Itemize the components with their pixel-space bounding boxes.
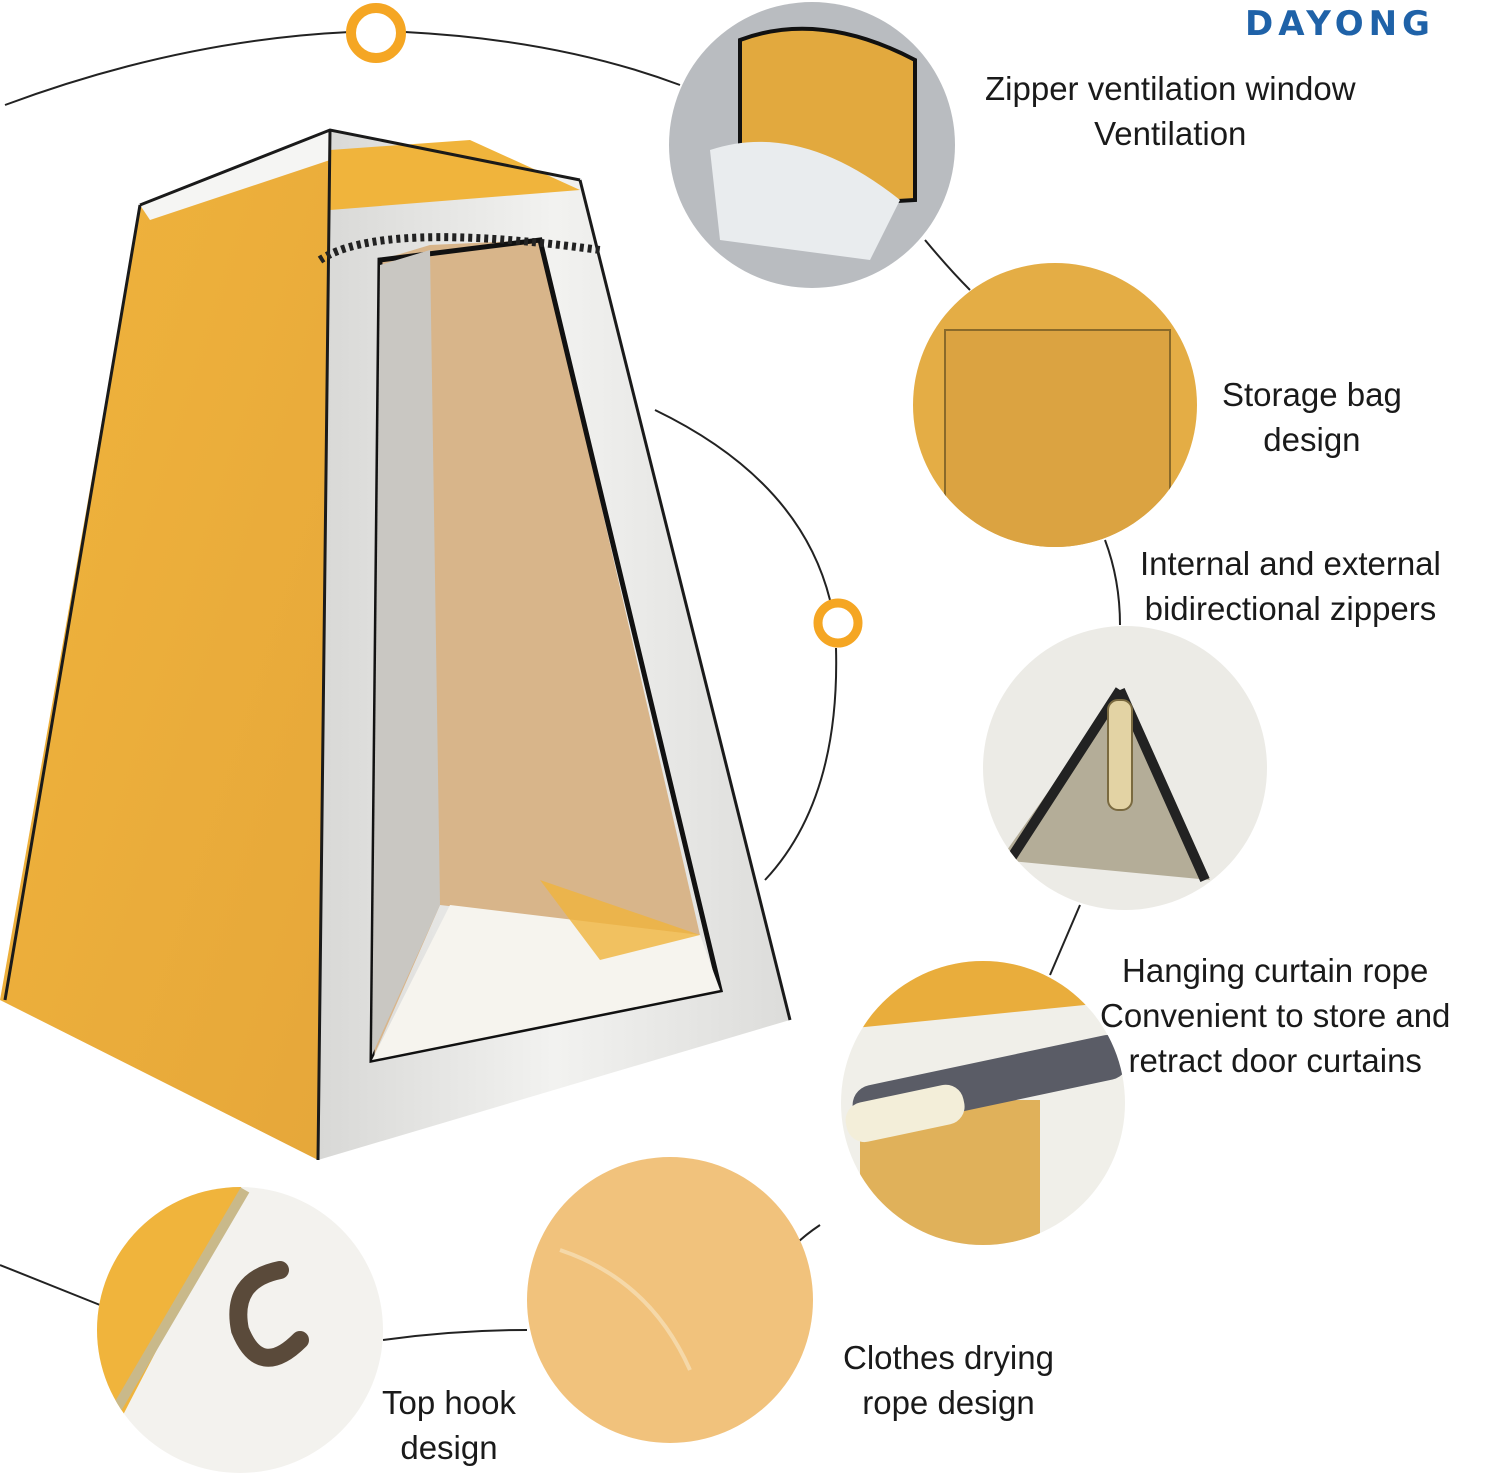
accent-ring	[813, 598, 863, 648]
connector-lines	[0, 31, 1121, 1341]
label-line: design	[1263, 421, 1361, 458]
label-line: Hanging curtain rope	[1122, 952, 1429, 989]
label-line: bidirectional zippers	[1144, 590, 1437, 627]
feature-label-top-hook: Top hook design	[382, 1380, 516, 1470]
label-line: rope design	[862, 1384, 1035, 1421]
label-line: Clothes drying	[843, 1339, 1054, 1376]
curtain-rope-photo	[841, 961, 1125, 1245]
feature-label-zippers: Internal and external bidirectional zipp…	[1140, 541, 1441, 631]
label-line: Convenient to store and	[1100, 997, 1451, 1034]
tent-image	[0, 128, 792, 1161]
clothes-rope-photo	[527, 1157, 813, 1443]
feature-label-storage-bag: Storage bag design	[1222, 372, 1402, 462]
top-hook-photo	[97, 1187, 383, 1473]
label-line: Top hook	[382, 1384, 516, 1421]
zipper-photo	[983, 626, 1267, 910]
brand-logo: DAYONG	[1245, 4, 1435, 44]
label-line: Internal and external	[1140, 545, 1441, 582]
label-line: Storage bag	[1222, 376, 1402, 413]
storage-bag-photo	[913, 263, 1197, 547]
label-line: retract door curtains	[1128, 1042, 1422, 1079]
ventilation-window-photo	[669, 2, 955, 288]
feature-label-curtain-rope: Hanging curtain rope Convenient to store…	[1100, 948, 1450, 1083]
accent-ring	[346, 3, 406, 63]
feature-label-ventilation: Zipper ventilation window Ventilation	[985, 66, 1356, 156]
label-line: Zipper ventilation window	[985, 70, 1356, 107]
feature-label-clothes-rope: Clothes drying rope design	[843, 1335, 1054, 1425]
label-line: design	[400, 1429, 498, 1466]
label-line: Ventilation	[1094, 115, 1247, 152]
